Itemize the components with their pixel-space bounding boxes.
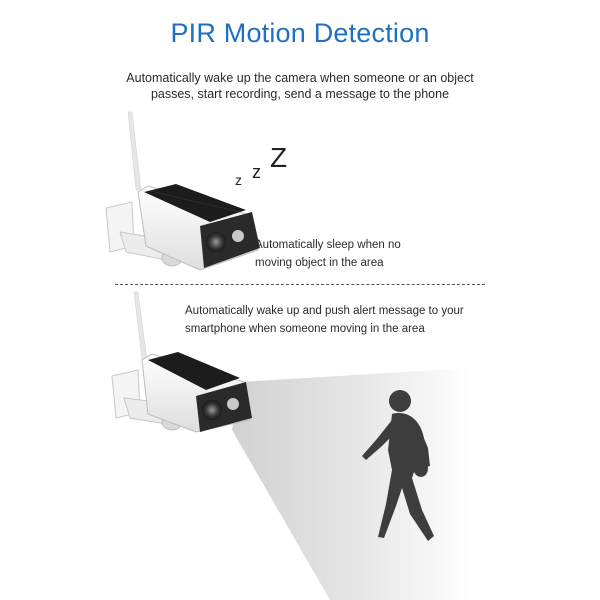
page-title: PIR Motion Detection — [170, 18, 430, 48]
camera-awake — [111, 291, 252, 433]
sleep-caption: Automatically sleep when no moving objec… — [255, 236, 455, 272]
subtitle-line-2: passes, start recording, send a message … — [150, 87, 450, 101]
wake-caption-line-2: smartphone when someone moving in the ar… — [185, 323, 425, 335]
sleep-caption-line-1: Automatically sleep when no — [255, 239, 401, 251]
subtitle-line-1: Automatically wake up the camera when so… — [126, 71, 474, 85]
wake-caption-line-1: Automatically wake up and push alert mes… — [185, 305, 464, 317]
sleep-z-medium: z — [252, 162, 261, 182]
page-subtitle: Automatically wake up the camera when so… — [60, 70, 540, 102]
person-silhouette — [362, 390, 434, 541]
sleep-z-large: Z — [270, 142, 288, 173]
sleep-caption-line-2: moving object in the area — [255, 257, 384, 269]
section-divider — [115, 284, 485, 285]
camera-sleeping — [105, 111, 260, 271]
sleep-z-small: z — [235, 172, 242, 188]
wake-caption: Automatically wake up and push alert mes… — [185, 302, 525, 338]
detection-beam — [232, 368, 470, 600]
